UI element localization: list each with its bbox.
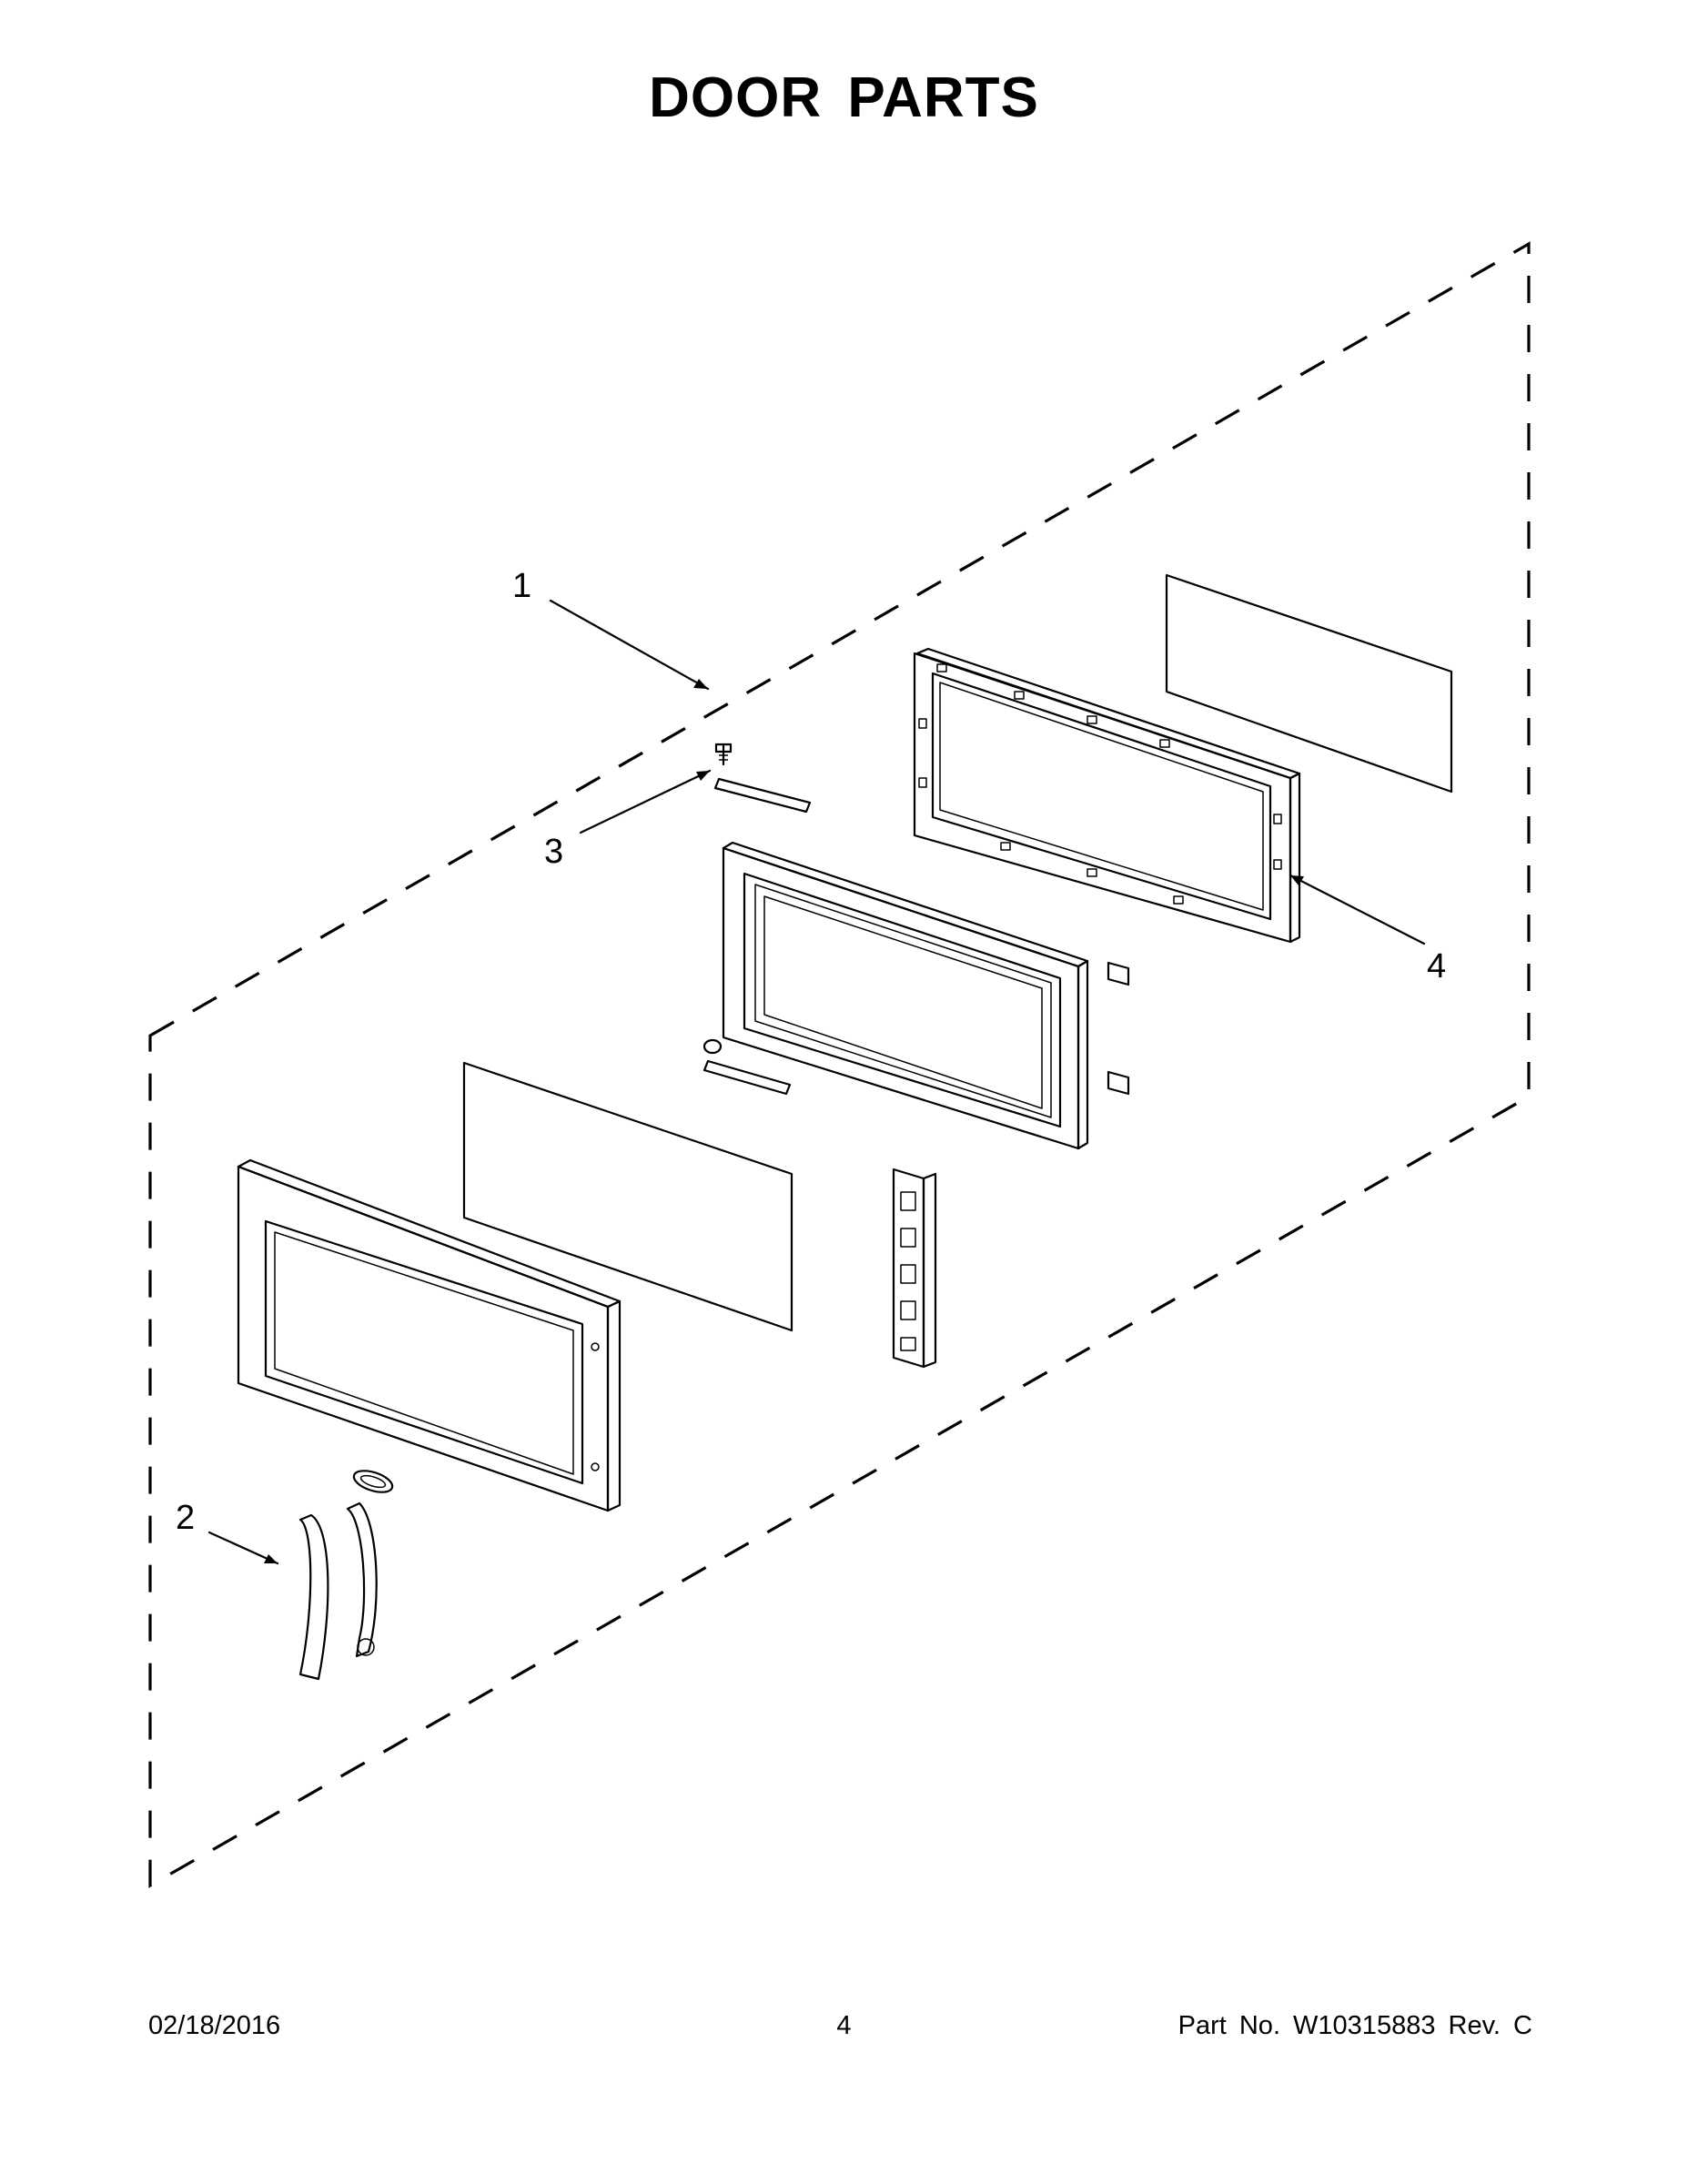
footer-date: 02/18/2016 bbox=[148, 2011, 281, 2040]
callout-2: 2 bbox=[176, 1499, 195, 1537]
callout-leaders bbox=[207, 599, 1426, 1565]
callout-3: 3 bbox=[544, 833, 563, 871]
inner-door-frame bbox=[722, 841, 1089, 1150]
door-front-panel bbox=[237, 1158, 622, 1512]
door-latch-hook-lower bbox=[702, 1038, 792, 1096]
callout-4: 4 bbox=[1427, 947, 1446, 986]
door-handle bbox=[298, 1502, 378, 1681]
page-title: DOOR PARTS bbox=[649, 66, 1039, 129]
glass-panel-back bbox=[1165, 573, 1453, 794]
door-latch-hook bbox=[713, 743, 812, 814]
callout-1: 1 bbox=[512, 567, 531, 605]
door-clips bbox=[1107, 961, 1130, 1096]
choke-frame bbox=[913, 647, 1301, 944]
handle-washer bbox=[352, 1470, 394, 1493]
glass-panel-inner bbox=[462, 1061, 793, 1332]
assembly-boundary-dashed bbox=[148, 241, 1531, 1888]
footer-page-number: 4 bbox=[836, 2011, 852, 2040]
latch-lever-assembly bbox=[892, 1168, 937, 1369]
footer-part-number: Part No. W10315883 Rev. C bbox=[1178, 2011, 1532, 2040]
